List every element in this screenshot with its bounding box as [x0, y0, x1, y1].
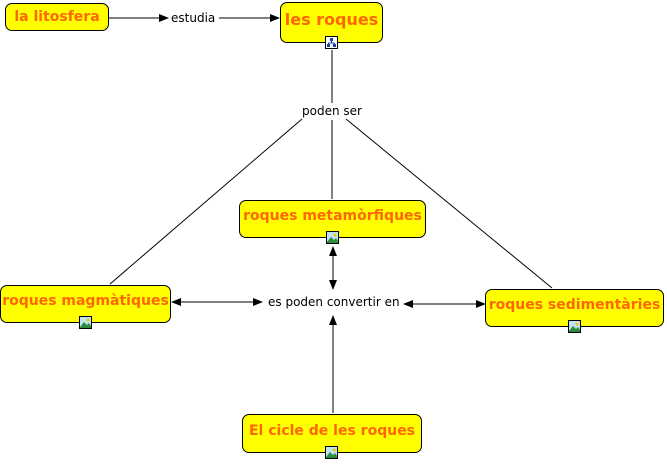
concept-el-cicle-de-les-roques[interactable]: El cicle de les roques	[242, 414, 422, 459]
image-icon[interactable]	[78, 316, 92, 329]
concept-roques-magmatiques[interactable]: roques magmàtiques	[0, 285, 171, 329]
concept-label: roques magmàtiques	[2, 293, 169, 309]
concept-map-icon[interactable]	[324, 36, 338, 49]
image-icon[interactable]	[325, 231, 339, 244]
concept-la-litosfera[interactable]: la litosfera	[5, 3, 109, 31]
concept-roques-sedimentaries[interactable]: roques sedimentàries	[485, 289, 664, 333]
link-es-poden-convertir-en: es poden convertir en	[266, 295, 402, 309]
link-estudia: estudia	[169, 11, 218, 25]
concept-label: El cicle de les roques	[248, 423, 416, 439]
line-podenser-magmatiques	[109, 118, 303, 285]
concept-label: roques metamòrfiques	[243, 208, 422, 224]
concept-les-roques[interactable]: les roques	[280, 2, 383, 49]
concept-label: les roques	[284, 10, 379, 29]
line-podenser-sedimentaries	[345, 118, 553, 289]
concept-roques-metamorfiques[interactable]: roques metamòrfiques	[239, 200, 426, 244]
concept-label: la litosfera	[14, 9, 100, 25]
image-icon[interactable]	[567, 320, 581, 333]
concept-label: roques sedimentàries	[488, 297, 661, 313]
link-poden-ser: poden ser	[300, 104, 364, 118]
image-icon[interactable]	[325, 446, 338, 459]
